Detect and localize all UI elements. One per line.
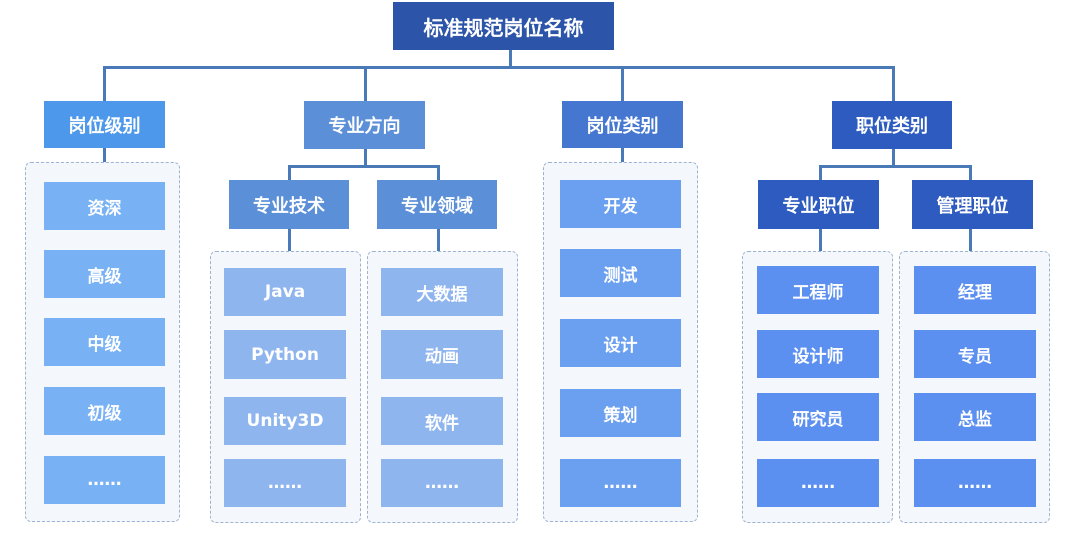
subcategory-tech-node: 专业技术: [229, 180, 349, 229]
leaf-item: 资深: [44, 182, 165, 230]
leaf-item: ……: [381, 459, 503, 507]
subcategory-professional-node: 专业职位: [758, 180, 879, 229]
leaf-item: 设计: [560, 319, 681, 367]
leaf-item: 测试: [560, 249, 681, 297]
subcategory-domain-node: 专业领域: [377, 180, 497, 229]
leaf-item: 动画: [381, 330, 503, 379]
connector-line: [509, 50, 512, 67]
leaf-item: 研究员: [757, 393, 879, 441]
leaf-item: 中级: [44, 318, 165, 366]
leaf-item: ……: [44, 456, 165, 504]
connector-line: [621, 66, 624, 102]
leaf-item: 总监: [914, 393, 1036, 441]
leaf-item: Java: [224, 268, 346, 316]
connector-line: [103, 66, 106, 102]
leaf-item: 软件: [381, 397, 503, 445]
connector-line: [969, 229, 972, 251]
leaf-item: 专员: [914, 330, 1036, 378]
category-direction-node: 专业方向: [304, 101, 425, 149]
connector-line: [103, 147, 106, 163]
category-level-node: 岗位级别: [44, 101, 165, 148]
leaf-item: ……: [224, 459, 346, 507]
connector-line: [288, 165, 440, 168]
category-type-node: 岗位类别: [562, 101, 683, 148]
connector-line: [103, 66, 895, 69]
leaf-item: ……: [757, 459, 879, 507]
subcategory-management-node: 管理职位: [912, 180, 1033, 229]
leaf-item: ……: [560, 459, 681, 507]
leaf-item: 大数据: [381, 268, 503, 316]
leaf-item: Python: [224, 330, 346, 379]
connector-line: [969, 165, 972, 180]
leaf-item: 策划: [560, 389, 681, 437]
leaf-item: 高级: [44, 250, 165, 298]
connector-line: [364, 149, 367, 166]
connector-line: [437, 165, 440, 180]
connector-line: [892, 149, 895, 166]
category-rank-node: 职位类别: [832, 101, 952, 149]
leaf-item: Unity3D: [224, 397, 346, 445]
leaf-item: 初级: [44, 387, 165, 435]
root-node: 标准规范岗位名称: [393, 2, 614, 50]
leaf-item: 经理: [914, 266, 1036, 314]
connector-line: [621, 147, 624, 163]
connector-line: [892, 66, 895, 102]
connector-line: [819, 229, 822, 251]
leaf-item: ……: [914, 459, 1036, 507]
connector-line: [288, 165, 291, 180]
leaf-item: 开发: [560, 180, 681, 228]
connector-line: [364, 66, 367, 102]
leaf-item: 工程师: [757, 266, 879, 314]
leaf-item: 设计师: [757, 330, 879, 378]
connector-line: [288, 229, 291, 251]
connector-line: [819, 165, 972, 168]
connector-line: [437, 229, 440, 251]
connector-line: [819, 165, 822, 180]
